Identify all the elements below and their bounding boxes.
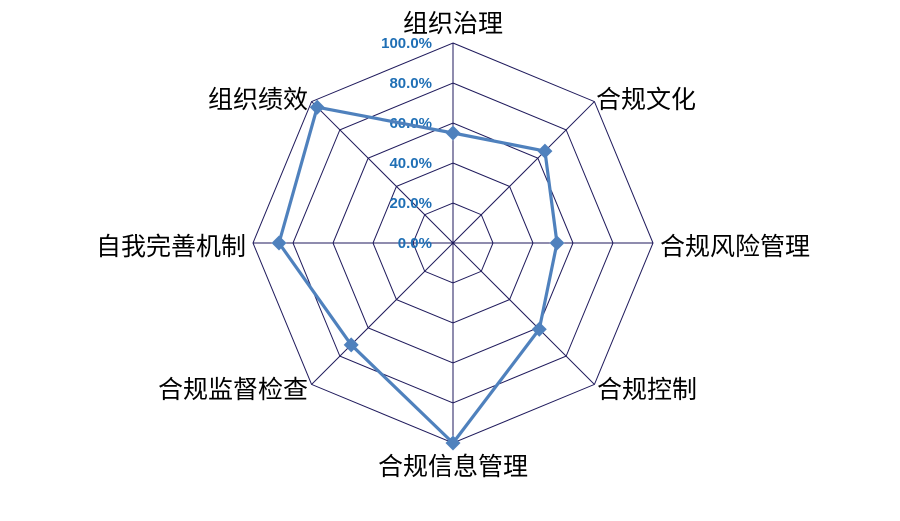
category-label-2: 合规风险管理: [660, 232, 810, 261]
spoke-7: [311, 101, 454, 244]
data-point-3: [531, 321, 547, 337]
data-point-6: [271, 235, 287, 251]
data-point-7: [309, 99, 325, 115]
data-point-5: [343, 337, 359, 353]
category-label-4: 合规信息管理: [378, 452, 528, 481]
category-label-1: 合规文化: [596, 85, 696, 114]
data-point-4: [445, 435, 461, 451]
data-point-0: [445, 125, 461, 141]
data-point-2: [549, 235, 565, 251]
spoke-3: [452, 242, 595, 385]
data-series: [271, 99, 565, 451]
spoke-1: [452, 101, 595, 244]
category-label-3: 合规控制: [597, 375, 697, 404]
radar-grid: [252, 42, 654, 444]
category-label-7: 组织绩效: [208, 85, 308, 114]
spoke-5: [311, 242, 454, 385]
tick-label-4: 80.0%: [389, 75, 432, 92]
radial-tick-labels: 0.0%20.0%40.0%60.0%80.0%100.0%: [381, 35, 432, 252]
tick-label-5: 100.0%: [381, 35, 432, 52]
tick-label-2: 40.0%: [389, 155, 432, 172]
data-point-1: [537, 143, 553, 159]
category-label-0: 组织治理: [403, 9, 503, 38]
category-label-5: 合规监督检查: [158, 375, 308, 404]
tick-label-1: 20.0%: [389, 195, 432, 212]
tick-label-0: 0.0%: [398, 235, 432, 252]
category-label-6: 自我完善机制: [96, 232, 246, 261]
